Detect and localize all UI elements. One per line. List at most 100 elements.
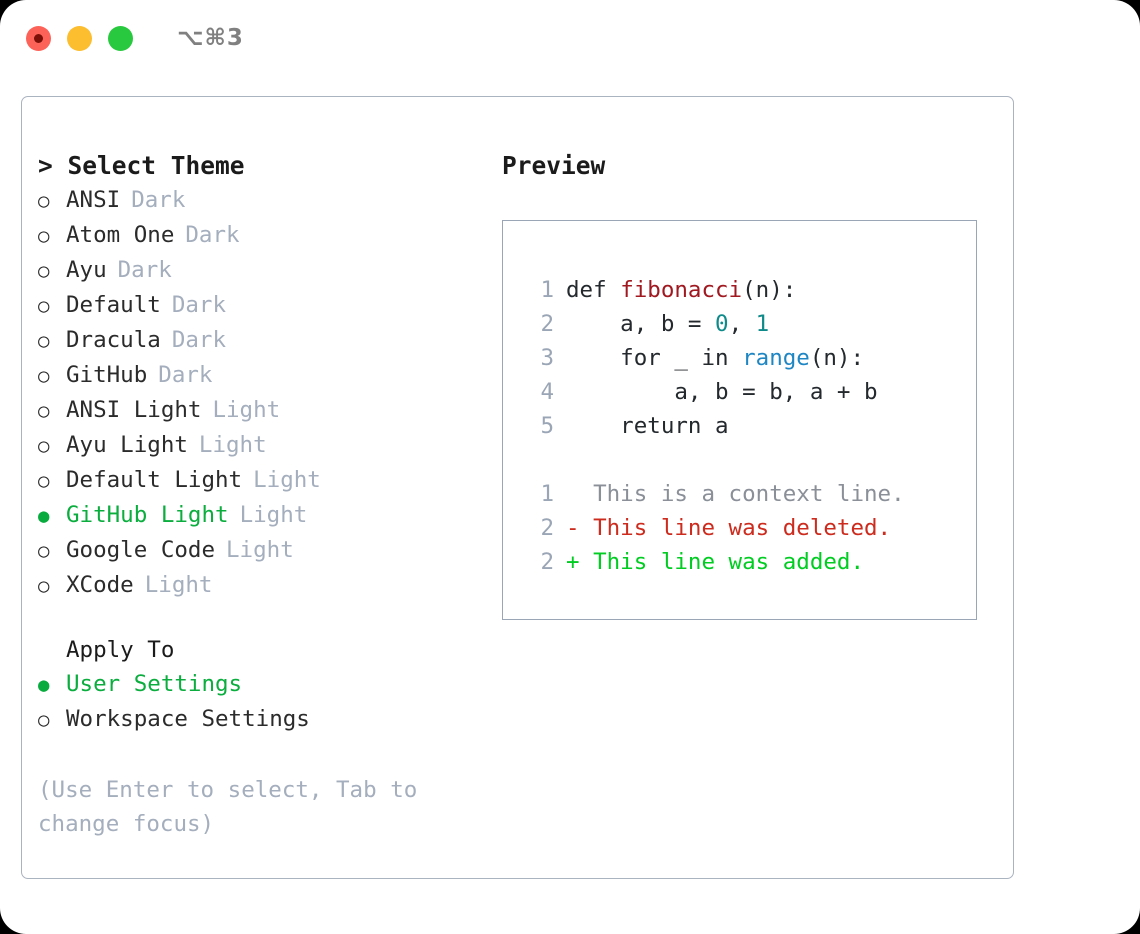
diff-line-text: This line was deleted. bbox=[579, 515, 892, 541]
code-token-plain: a, b = bbox=[566, 311, 716, 337]
radio-selected-icon: ● bbox=[38, 674, 50, 696]
apply-to-option-label: User Settings bbox=[66, 671, 243, 697]
diff-line-add: 2+ This line was added. bbox=[522, 545, 976, 579]
code-token-call: range bbox=[742, 345, 810, 371]
code-token-func: fibonacci bbox=[620, 277, 743, 303]
theme-option-ansi-light[interactable]: ○ ANSI Light Light bbox=[38, 393, 468, 428]
apply-to-title: Apply To bbox=[66, 637, 175, 663]
diff-line-text: This line was added. bbox=[579, 549, 865, 575]
code-line-text: return a bbox=[566, 409, 728, 443]
radio-unselected-icon: ○ bbox=[38, 435, 50, 457]
theme-option-atom-one[interactable]: ○ Atom One Dark bbox=[38, 218, 468, 253]
code-token-num: 1 bbox=[755, 311, 770, 337]
theme-option-variant: Dark bbox=[158, 362, 213, 388]
radio-unselected-icon: ○ bbox=[38, 575, 50, 597]
theme-option-label: ANSI Light bbox=[66, 397, 202, 423]
preview-title: Preview bbox=[502, 151, 606, 180]
diff-marker: - bbox=[566, 515, 580, 541]
line-number: 1 bbox=[540, 277, 554, 303]
code-line-text: a, b = 0, 1 bbox=[566, 307, 769, 341]
radio-unselected-icon: ○ bbox=[38, 400, 50, 422]
code-token-plain: , bbox=[728, 311, 756, 337]
radio-unselected-icon: ○ bbox=[38, 225, 50, 247]
diff-line-ctx: 1 This is a context line. bbox=[522, 477, 976, 511]
theme-option-label: GitHub bbox=[66, 362, 148, 388]
theme-option-label: Default bbox=[66, 292, 161, 318]
select-theme-title: Select Theme bbox=[67, 151, 245, 180]
code-token-plain: (n): bbox=[809, 345, 865, 371]
theme-option-ayu-light[interactable]: ○ Ayu Light Light bbox=[38, 428, 468, 463]
code-line-text: def fibonacci(n): bbox=[566, 273, 796, 307]
radio-unselected-icon: ○ bbox=[38, 540, 50, 562]
code-line-text: a, b = b, a + b bbox=[566, 375, 878, 409]
code-line: 5 return a bbox=[522, 409, 976, 443]
line-number: 5 bbox=[540, 413, 554, 439]
theme-option-variant: Light bbox=[239, 502, 308, 528]
theme-option-dracula[interactable]: ○ Dracula Dark bbox=[38, 323, 468, 358]
theme-option-default[interactable]: ○ Default Dark bbox=[38, 288, 468, 323]
code-token-num: 0 bbox=[715, 311, 729, 337]
minimize-button[interactable] bbox=[67, 25, 92, 51]
diff-line-text: This is a context line. bbox=[579, 481, 905, 507]
theme-option-variant: Dark bbox=[171, 292, 227, 318]
line-number: 2 bbox=[540, 311, 554, 337]
theme-option-variant: Light bbox=[226, 537, 294, 563]
code-line: 3 for _ in range(n): bbox=[522, 341, 976, 375]
code-token-plain: a, b = b, a + b bbox=[566, 379, 878, 405]
theme-option-label: Ayu Light bbox=[66, 432, 188, 458]
theme-option-label: Default Light bbox=[66, 467, 243, 493]
select-theme-header: > Select Theme bbox=[38, 149, 468, 183]
radio-unselected-icon: ○ bbox=[38, 365, 50, 387]
code-token-plain: for _ in bbox=[566, 345, 743, 371]
prompt-caret-icon: > bbox=[38, 151, 53, 180]
code-line: 1 def fibonacci(n): bbox=[522, 273, 976, 307]
theme-option-variant: Light bbox=[198, 432, 267, 458]
theme-option-variant: Dark bbox=[185, 222, 240, 248]
theme-option-variant: Light bbox=[212, 397, 281, 423]
theme-option-label: ANSI bbox=[66, 187, 121, 213]
theme-option-label: XCode bbox=[66, 572, 134, 598]
apply-to-option-label: Workspace Settings bbox=[66, 706, 310, 732]
theme-option-label: Ayu bbox=[66, 257, 107, 283]
line-number: 3 bbox=[540, 345, 554, 371]
theme-option-label: Atom One bbox=[66, 222, 175, 248]
line-number: 4 bbox=[540, 379, 554, 405]
code-token-plain: def bbox=[566, 277, 621, 303]
radio-unselected-icon: ○ bbox=[38, 295, 50, 317]
code-line: 4 a, b = b, a + b bbox=[522, 375, 976, 409]
keyboard-hint-text: (Use Enter to select, Tab to change focu… bbox=[38, 777, 431, 837]
code-token-plain: (n): bbox=[742, 277, 797, 303]
theme-option-github[interactable]: ○ GitHub Dark bbox=[38, 358, 468, 393]
theme-option-variant: Light bbox=[253, 467, 321, 493]
line-number: 1 bbox=[540, 481, 554, 507]
theme-option-label: GitHub Light bbox=[66, 502, 229, 528]
apply-to-option-workspace-settings[interactable]: ○Workspace Settings bbox=[38, 702, 468, 737]
theme-option-variant: Dark bbox=[171, 327, 227, 353]
code-line: 2 a, b = 0, 1 bbox=[522, 307, 976, 341]
title-bar: ⌥⌘3 bbox=[0, 0, 1140, 76]
window-shortcut-label: ⌥⌘3 bbox=[177, 25, 244, 51]
diff-sample: 1 This is a context line. 2- This line wa… bbox=[522, 477, 976, 579]
close-button[interactable] bbox=[26, 25, 51, 51]
theme-option-label: Dracula bbox=[66, 327, 161, 353]
theme-option-label: Google Code bbox=[66, 537, 216, 563]
maximize-button[interactable] bbox=[108, 25, 133, 51]
line-number: 2 bbox=[540, 515, 554, 541]
radio-unselected-icon: ○ bbox=[38, 330, 50, 352]
apply-to-option-user-settings[interactable]: ● User Settings bbox=[38, 667, 468, 702]
theme-option-google-code[interactable]: ○ Google Code Light bbox=[38, 533, 468, 568]
theme-option-variant: Dark bbox=[117, 257, 172, 283]
apply-to-list: ● User Settings ○Workspace Settings bbox=[38, 667, 468, 737]
code-diff-spacer bbox=[522, 443, 976, 477]
